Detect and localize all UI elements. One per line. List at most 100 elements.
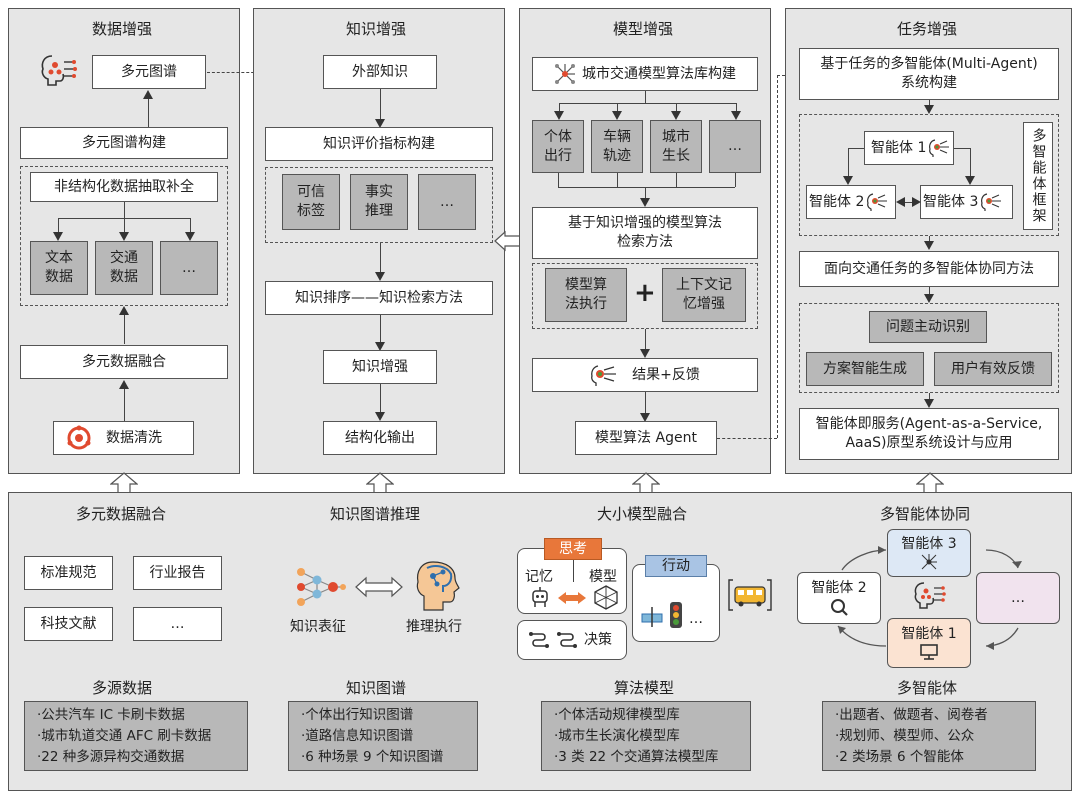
bus-icon bbox=[727, 578, 773, 612]
swap-arrow-icon bbox=[557, 590, 587, 604]
up-arrow-1 bbox=[109, 472, 139, 494]
think-badge: 思考 bbox=[544, 538, 602, 560]
bidirectional-arrow-icon bbox=[354, 576, 404, 598]
data-cleaning-box: 数据清洗 bbox=[53, 421, 194, 455]
agent1-box: 智能体 1 bbox=[864, 131, 954, 165]
reasoning-head-icon bbox=[413, 558, 467, 614]
list-item: ·道路信息知识图谱 bbox=[301, 728, 414, 744]
graph-build-box: 多元图谱构建 bbox=[20, 127, 228, 159]
model-library-box: 城市交通模型算法库构建 bbox=[532, 57, 758, 91]
fact-reasoning-box: 事实 推理 bbox=[350, 174, 408, 230]
center-brain-icon bbox=[912, 580, 946, 610]
col2-title: 知识图谱推理 bbox=[330, 505, 421, 523]
knowledge-enhance-title: 知识增强 bbox=[346, 20, 407, 38]
up-arrow-4 bbox=[915, 472, 945, 494]
data-more-box: … bbox=[160, 241, 218, 295]
model-agent-box: 模型算法 Agent bbox=[575, 421, 717, 455]
text-data-box: 文本 数据 bbox=[30, 241, 88, 295]
col2-subtitle: 知识图谱 bbox=[346, 679, 407, 697]
knowledge-enhance-box: 知识增强 bbox=[323, 350, 437, 384]
unstructured-box: 非结构化数据抽取补全 bbox=[30, 172, 218, 202]
individual-travel-box: 个体 出行 bbox=[532, 120, 584, 173]
agent3-box: 智能体 3 bbox=[920, 185, 1013, 219]
collab-items-group bbox=[799, 303, 1059, 393]
model-exec-box: 模型算 法执行 bbox=[545, 268, 627, 322]
knowledge-graph-icon bbox=[295, 562, 347, 612]
list-item: ·2 类场景 6 个智能体 bbox=[835, 749, 964, 765]
bottom-agent2-label: 智能体 2 bbox=[811, 579, 867, 596]
bottom-agent2-box: 智能体 2 bbox=[797, 572, 881, 624]
traffic-light-icon bbox=[669, 601, 683, 629]
decision-container: 决策 bbox=[517, 620, 627, 660]
agent2-label: 智能体 2 bbox=[809, 193, 865, 210]
user-feedback-box: 用户有效反馈 bbox=[934, 352, 1052, 386]
model-label: 模型 bbox=[589, 569, 617, 585]
bottom-agent1-box: 智能体 1 bbox=[887, 618, 971, 668]
plus-sign: + bbox=[634, 278, 656, 308]
knowledge-items-group bbox=[265, 167, 493, 243]
route-icon bbox=[556, 630, 578, 650]
col1-subtitle: 多源数据 bbox=[92, 679, 153, 697]
multi-agent-build-box: 基于任务的多智能体(Multi-Agent) 系统构建 bbox=[799, 48, 1059, 100]
result-feedback-label: 结果+反馈 bbox=[632, 366, 700, 383]
col2-list: ·个体出行知识图谱 ·道路信息知识图谱 ·6 种场景 9 个知识图谱 bbox=[288, 701, 478, 771]
col3-list: ·个体活动规律模型库 ·城市生长演化模型库 ·3 类 22 个交通算法模型库 bbox=[541, 701, 751, 771]
model-network-icon bbox=[593, 584, 619, 610]
transit-icon bbox=[641, 605, 663, 629]
model-exec-group bbox=[532, 263, 758, 329]
agent-head-icon bbox=[980, 192, 1002, 212]
knowledge-more-box: … bbox=[418, 174, 476, 230]
list-item: ·城市轨道交通 AFC 刷卡数据 bbox=[37, 728, 212, 744]
col3-title: 大小模型融合 bbox=[597, 505, 688, 523]
brain-icon bbox=[38, 52, 78, 88]
external-knowledge-box: 外部知识 bbox=[323, 55, 437, 89]
result-feedback-box: 结果+反馈 bbox=[532, 358, 758, 392]
network-icon bbox=[920, 553, 938, 571]
list-item: ·3 类 22 个交通算法模型库 bbox=[554, 749, 719, 765]
agent-framework-group bbox=[799, 114, 1059, 236]
agent-head-icon bbox=[866, 192, 888, 212]
list-item: ·个体出行知识图谱 bbox=[301, 707, 414, 723]
framework-label-box: 多智能体框架 bbox=[1023, 122, 1053, 230]
agent-head-icon bbox=[928, 138, 950, 158]
up-arrow-3 bbox=[631, 472, 661, 494]
list-item: ·城市生长演化模型库 bbox=[554, 728, 680, 744]
knowledge-ranking-box: 知识排序——知识检索方法 bbox=[265, 281, 493, 315]
knowledge-representation-label: 知识表征 bbox=[290, 619, 346, 635]
col4-list: ·出题者、做题者、阅卷者 ·规划师、模型师、公众 ·2 类场景 6 个智能体 bbox=[822, 701, 1036, 771]
bottom-agent3-label: 智能体 3 bbox=[901, 535, 957, 552]
action-badge: 行动 bbox=[645, 555, 707, 577]
action-more-label: … bbox=[689, 611, 703, 628]
urban-growth-box: 城市 生长 bbox=[650, 120, 702, 173]
vehicle-trajectory-box: 车辆 轨迹 bbox=[591, 120, 643, 173]
industry-report-box: 行业报告 bbox=[133, 556, 222, 590]
retrieval-method-box: 基于知识增强的模型算法 检索方法 bbox=[532, 207, 758, 259]
structured-output-box: 结构化输出 bbox=[323, 421, 437, 455]
data-cleaning-label: 数据清洗 bbox=[106, 429, 162, 446]
col3-subtitle: 算法模型 bbox=[614, 679, 675, 697]
col1-title: 多元数据融合 bbox=[76, 505, 167, 523]
action-container: … bbox=[632, 564, 720, 642]
target-icon bbox=[66, 425, 92, 451]
bottom-agent1-label: 智能体 1 bbox=[901, 625, 957, 642]
reasoning-execution-label: 推理执行 bbox=[406, 619, 462, 635]
trusted-label-box: 可信 标签 bbox=[282, 174, 340, 230]
col1-more-box: … bbox=[133, 607, 222, 641]
agent1-label: 智能体 1 bbox=[871, 139, 927, 156]
context-memory-box: 上下文记 忆增强 bbox=[662, 268, 746, 322]
ai-head-icon bbox=[590, 363, 618, 387]
eval-index-box: 知识评价指标构建 bbox=[265, 127, 493, 161]
monitor-icon bbox=[919, 643, 939, 661]
agent3-label: 智能体 3 bbox=[923, 193, 979, 210]
collab-cycle-arrows bbox=[837, 546, 1022, 650]
list-item: ·出题者、做题者、阅卷者 bbox=[835, 707, 988, 723]
list-item: ·个体活动规律模型库 bbox=[554, 707, 680, 723]
col4-subtitle: 多智能体 bbox=[897, 679, 958, 697]
magnifier-icon bbox=[829, 597, 849, 617]
model-enhance-title: 模型增强 bbox=[613, 20, 674, 38]
list-item: ·规划师、模型师、公众 bbox=[835, 728, 975, 744]
data-enhance-title: 数据增强 bbox=[92, 20, 153, 38]
aaas-box: 智能体即服务(Agent-as-a-Service, AaaS)原型系统设计与应… bbox=[799, 408, 1059, 460]
bottom-agent3-box: 智能体 3 bbox=[887, 529, 971, 577]
list-item: ·22 种多源异构交通数据 bbox=[37, 749, 185, 765]
